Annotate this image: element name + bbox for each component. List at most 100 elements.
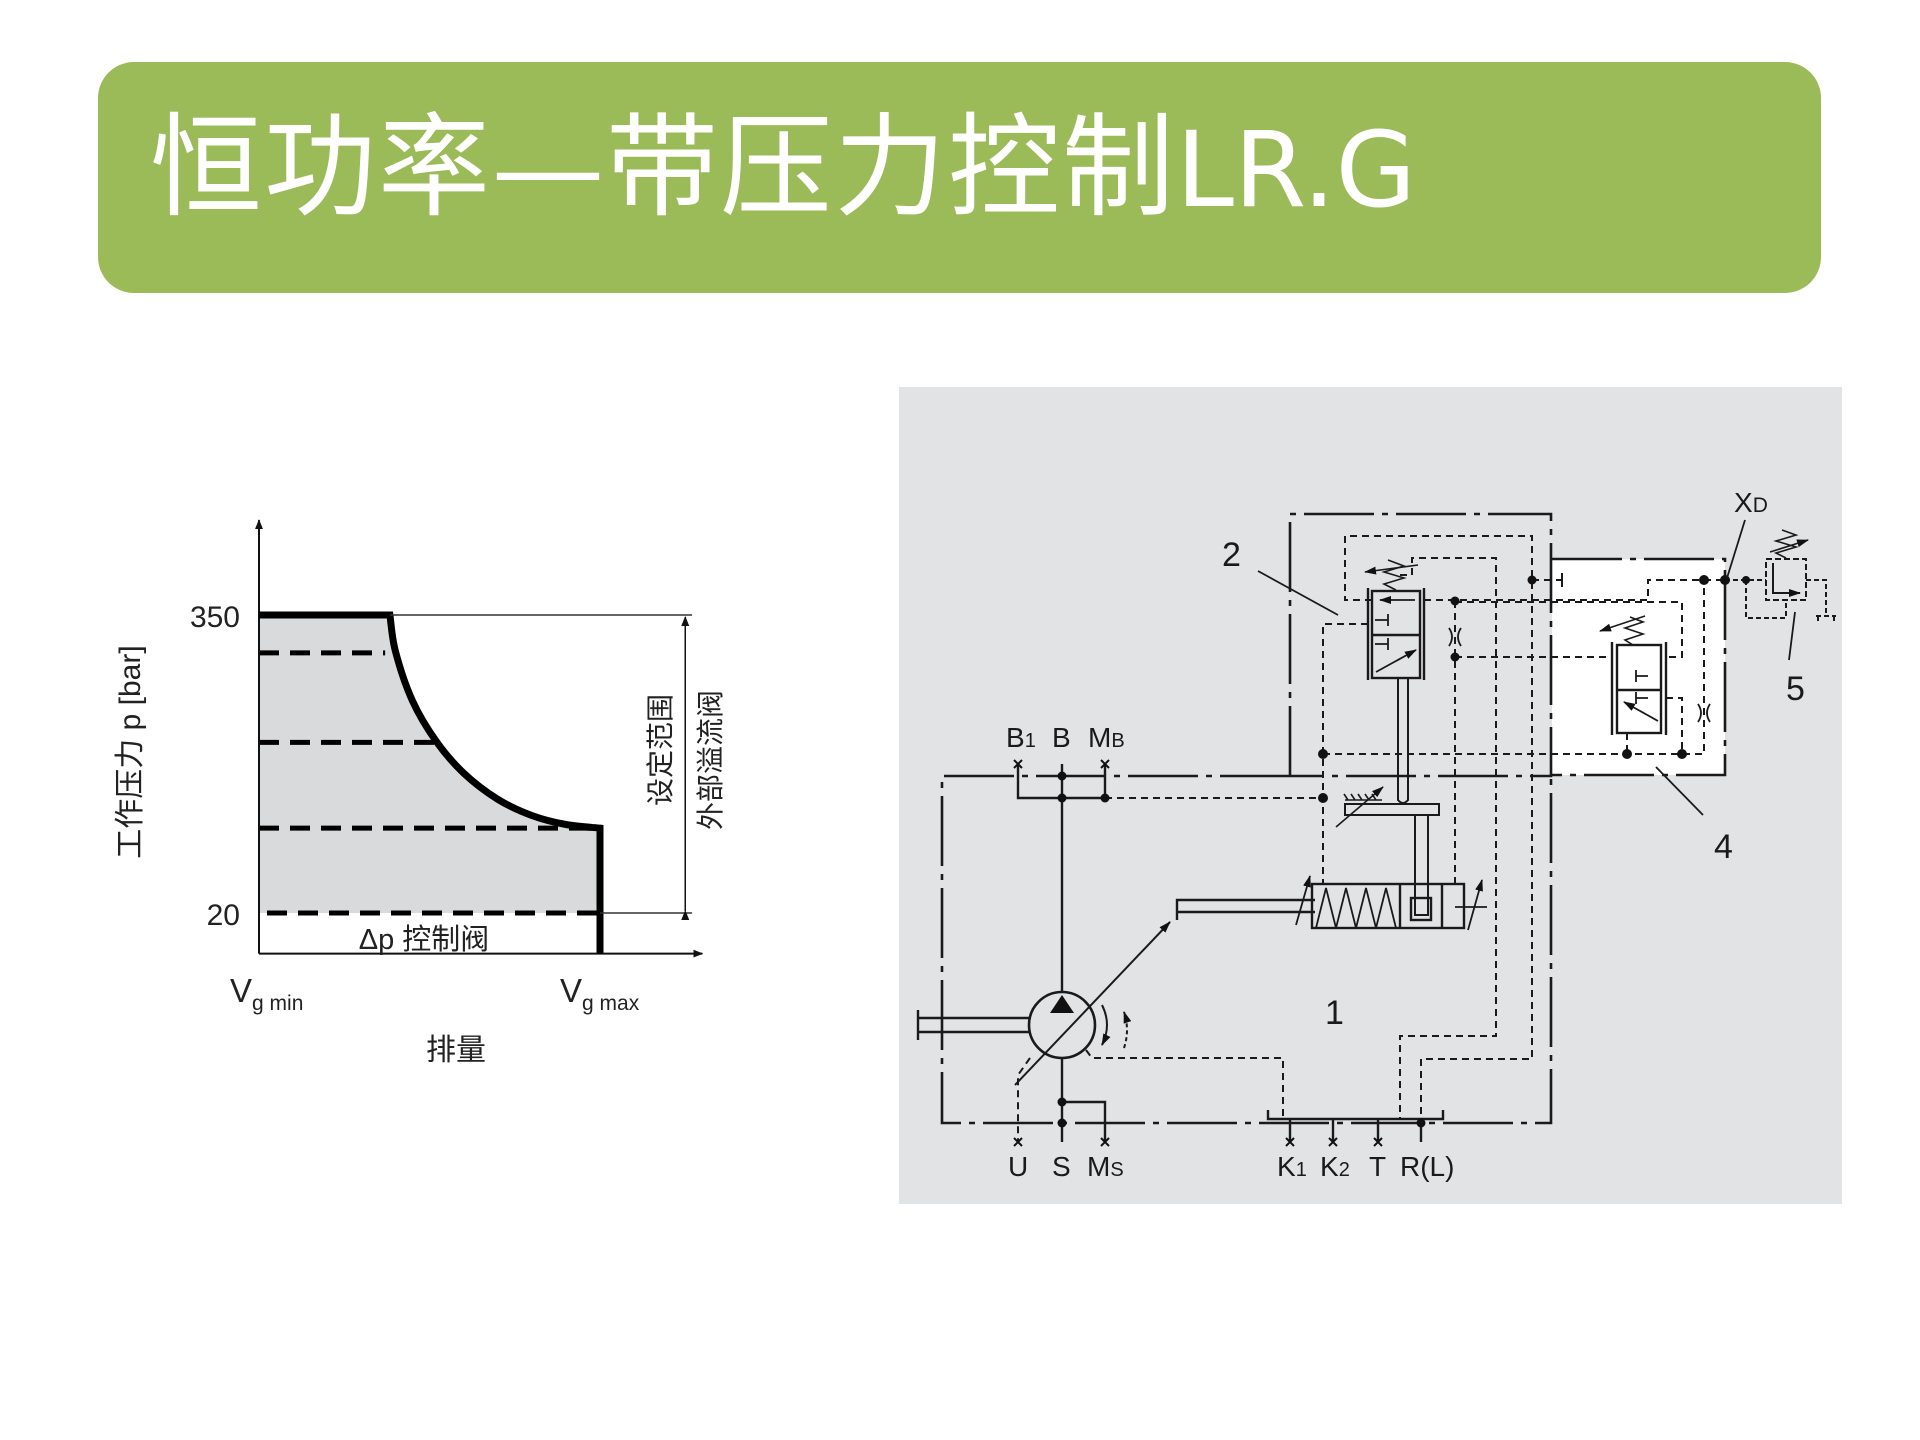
valve2-spring-icon [1381, 559, 1407, 591]
port-label-mb: MB [1088, 722, 1125, 753]
component-number-2: 2 [1222, 536, 1241, 574]
pilot-line-box4-feed [1455, 601, 1683, 658]
slide-title-code: LR.G [1176, 109, 1417, 231]
swash-linkage [1175, 898, 1315, 920]
port-k1-main: K [1277, 1151, 1296, 1182]
port-label-k2: K2 [1320, 1151, 1350, 1182]
pilot-line-outer-loop [1344, 535, 1533, 1119]
variable-pump [1014, 921, 1171, 1086]
port-k2-main: K [1320, 1151, 1339, 1182]
external-relief-valve-5 [1725, 529, 1836, 622]
leader-xd [1726, 519, 1746, 579]
pilot-line-box4-bottom [1323, 580, 1705, 755]
port-label-b1: B1 [1006, 722, 1036, 753]
valve2-adjust-arrow-icon [1364, 564, 1419, 575]
title-banner [98, 62, 1821, 293]
setting-range-label: 设定范围 [645, 694, 676, 806]
x-axis-label: 排量 [426, 1034, 486, 1067]
pilot-line-valve2-top [1424, 579, 1725, 601]
lever-pivot-icon [1343, 793, 1382, 801]
cylinder-adjust-arrow-left-icon [1295, 875, 1311, 926]
cylinder-adjust-arrow-right-icon [1467, 879, 1483, 931]
component-number-5: 5 [1786, 670, 1805, 708]
power-control-valve-2 [1364, 559, 1426, 680]
port-xd-main: X [1734, 487, 1753, 518]
y-tick-label-20: 20 [207, 899, 240, 932]
drive-shaft [916, 1010, 1030, 1040]
port-b1-main: B [1006, 722, 1025, 753]
tank-manifold [1266, 1110, 1445, 1121]
port-b-main: B [1052, 722, 1071, 753]
pressure-controller-housing-4 [1552, 559, 1725, 775]
valve4-adjust-arrow-icon [1599, 615, 1646, 632]
port-label-rl: R(L) [1400, 1151, 1454, 1182]
pilot-line-box4-return [1666, 697, 1683, 754]
port-mb-main: M [1088, 722, 1111, 753]
valve4-spring-icon [1622, 616, 1646, 646]
port-t-main: T [1369, 1151, 1386, 1182]
stroking-cylinder [1295, 875, 1487, 931]
port-ms-sub: S [1110, 1159, 1123, 1181]
external-relief-valve-label: 外部溢流阀 [695, 690, 726, 830]
x-tick-vgmin: Vg min [230, 972, 303, 1015]
pump-flow-triangle-icon [1050, 995, 1074, 1013]
slide-title: 恒功率—带压力控制LR.G [150, 98, 1416, 240]
port-label-u: U [1008, 1151, 1028, 1182]
port-b1-sub: 1 [1025, 730, 1036, 752]
dp-control-valve-label: Δp 控制阀 [359, 923, 490, 956]
pilot-line-u-port [1017, 1057, 1031, 1142]
port-mb-sub: B [1111, 730, 1124, 752]
port-xd-sub: D [1753, 494, 1768, 517]
pilot-line-inner-loop [1399, 557, 1497, 1119]
x-tick-vgmin-main: V [230, 972, 252, 1009]
leader-4 [1655, 766, 1704, 816]
cylinder-spring-icon [1315, 887, 1397, 929]
component-number-1: 1 [1325, 994, 1344, 1032]
x-tick-vgmax-main: V [560, 972, 582, 1009]
orifice-4-icon [1697, 703, 1711, 723]
port-k1-sub: 1 [1296, 1159, 1307, 1181]
valve5-spring-icon [1773, 529, 1799, 559]
port-label-b: B [1052, 722, 1071, 753]
port-label-ms: MS [1087, 1151, 1124, 1182]
port-label-xd: XD [1734, 487, 1768, 518]
chart-plot-area: 350 20 工作压力 p [bar] Δp 控制阀 Vg min Vg max… [114, 519, 726, 1067]
rotation-arrow-dashed-icon [1123, 1011, 1132, 1049]
dashed-pressure-levels [259, 650, 600, 916]
port-u-main: U [1008, 1151, 1028, 1182]
port-label-s: S [1052, 1151, 1071, 1182]
power-curve-line [259, 611, 604, 954]
pump-variable-arrow-icon [1014, 921, 1171, 1086]
port-ms-line [1062, 1100, 1107, 1142]
port-label-k1: K1 [1277, 1151, 1307, 1182]
leader-5 [1788, 611, 1796, 661]
pressure-controller-outline-4 [1552, 557, 1727, 777]
valve5-adjust-arrow-icon [1769, 539, 1809, 553]
component-number-4: 4 [1714, 828, 1733, 866]
port-label-t: T [1369, 1151, 1386, 1182]
slide-title-chinese: 恒功率—带压力控制 [150, 103, 1176, 233]
pump-circle-icon [1027, 990, 1097, 1060]
junction-dots [1057, 575, 1750, 1128]
port-plug-markers [1013, 759, 1383, 1147]
y-tick-label-350: 350 [190, 601, 240, 634]
rotation-arrow-icon [1101, 1004, 1111, 1046]
y-axis-label: 工作压力 p [bar] [114, 645, 147, 858]
orifice-2-icon [1448, 627, 1462, 647]
lever-adjust-arrow-icon [1335, 786, 1384, 828]
x-tick-vgmax-sub: g max [582, 992, 640, 1015]
pilot-line-case-drain [1085, 1049, 1284, 1119]
x-tick-vgmin-sub: g min [252, 992, 303, 1015]
port-s-main: S [1052, 1151, 1071, 1182]
port-k2-sub: 2 [1339, 1159, 1350, 1181]
leader-2 [1257, 570, 1339, 616]
port-rl-main: R(L) [1400, 1151, 1454, 1182]
port-ms-main: M [1087, 1151, 1110, 1182]
power-controller-housing-2 [1288, 512, 1553, 778]
piston-rod [1414, 815, 1429, 916]
feedback-lever [1344, 803, 1440, 816]
shaded-operating-area [259, 615, 600, 913]
x-tick-vgmax: Vg max [560, 972, 640, 1015]
